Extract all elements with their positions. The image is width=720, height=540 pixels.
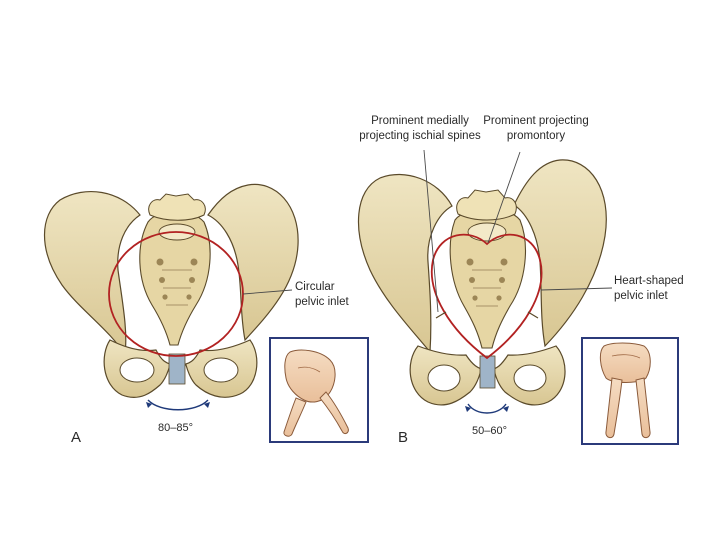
promontory-label-line2: promontory [507,130,565,142]
promontory-label-line1: Prominent projecting [483,115,588,127]
male-pelvis-illustration [359,160,607,413]
female-pelvis-illustration [45,184,299,409]
angle-label-b: 50–60° [472,425,507,437]
inlet-label-a-line1: Circular [295,281,335,293]
hand-inset-a [270,338,368,442]
spines-label-line1: Prominent medially [371,115,469,127]
panel-letter-b: B [398,429,408,446]
spines-label-line2: projecting ischial spines [359,130,481,142]
panel-a: Circular pelvic inlet 80–85° A [45,184,369,446]
inlet-label-b-line2: pelvic inlet [614,290,668,302]
panel-letter-a: A [71,429,81,446]
hand-inset-b [582,338,678,444]
panel-b: Prominent medially projecting ischial sp… [359,115,684,446]
inlet-label-b-line1: Heart-shaped [614,275,684,287]
inlet-label-a-line2: pelvic inlet [295,296,349,308]
angle-label-a: 80–85° [158,422,193,434]
